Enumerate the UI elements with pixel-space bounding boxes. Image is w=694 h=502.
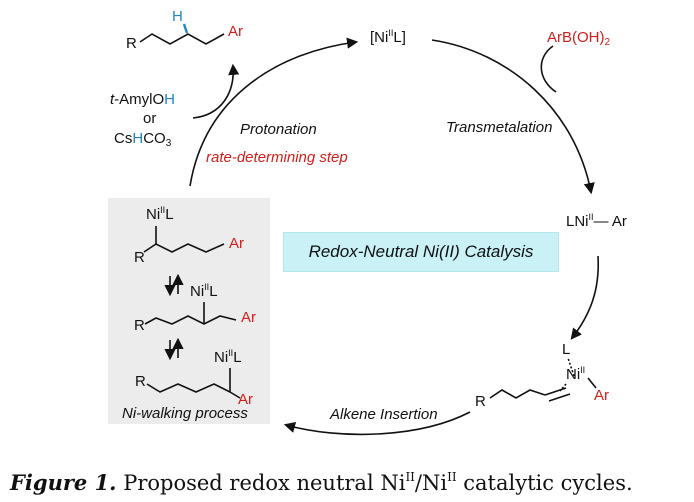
product-hydrogen-label: H (172, 8, 183, 25)
center-title-box (283, 232, 559, 272)
proton-source-amyl-alcohol: t-AmylOH (110, 91, 176, 108)
insertion-r-label: R (475, 393, 486, 410)
walking-r-label-2: R (134, 317, 145, 334)
arc-protonation-to-catalyst (189, 37, 359, 187)
product-aryl-label: Ar (228, 23, 243, 40)
alkene-insertion-label: Alkene Insertion (330, 406, 438, 423)
walking-aryl-label-1: Ar (229, 235, 244, 252)
walking-nickel-label-3: NiIIL (214, 348, 242, 366)
rate-determining-step-label: rate-determining step (206, 149, 348, 166)
proton-source-or: or (143, 110, 157, 127)
equilibrium-arrow-1 (164, 273, 184, 297)
arc-transmetalation (431, 39, 595, 195)
equilibrium-arrow-2 (164, 337, 184, 361)
insertion-aryl-label: Ar (594, 387, 609, 404)
aryl-nickel-label: LNiII— Ar (566, 212, 627, 230)
walking-chain-1 (143, 243, 225, 253)
walking-chain-3 (146, 383, 231, 393)
walking-aryl-label-3: Ar (238, 391, 253, 408)
walking-nickel-label-2: NiIIL (190, 282, 218, 300)
product-r-label: R (126, 35, 137, 52)
walking-aryl-label-2: Ar (241, 309, 256, 326)
walking-r-label-1: R (134, 249, 145, 266)
arylboronic-acid-label: ArB(OH)2 (547, 29, 611, 48)
product-chain (139, 33, 225, 45)
arc-to-insertion (570, 255, 600, 340)
arc-alkene-insertion (283, 411, 471, 436)
figure-label: Figure 1. (10, 470, 117, 495)
ni-walking-panel (108, 198, 270, 424)
protonation-label: Protonation (240, 121, 317, 138)
insertion-chain (489, 389, 546, 399)
walking-r-label-3: R (135, 373, 146, 390)
transmetalation-label: Transmetalation (446, 119, 553, 136)
walking-chain-2 (144, 315, 237, 325)
ni-walking-process-label: Ni-walking process (122, 405, 248, 422)
insertion-nickel-label: NiII (566, 365, 586, 383)
insertion-ligand-label: L (562, 341, 571, 358)
protonation-curve (192, 63, 240, 119)
proton-source-cesium-bicarbonate: CsHCO3 (114, 130, 172, 149)
figure-caption: Figure 1. Proposed redox neutral NiII/Ni… (10, 470, 633, 495)
walking-nickel-label-1: NiIIL (146, 205, 174, 223)
ni-catalyst-label: [NiIIL] (370, 28, 406, 46)
center-title: Redox-Neutral Ni(II) Catalysis (308, 242, 534, 261)
boronic-acid-entry-curve (540, 45, 557, 93)
